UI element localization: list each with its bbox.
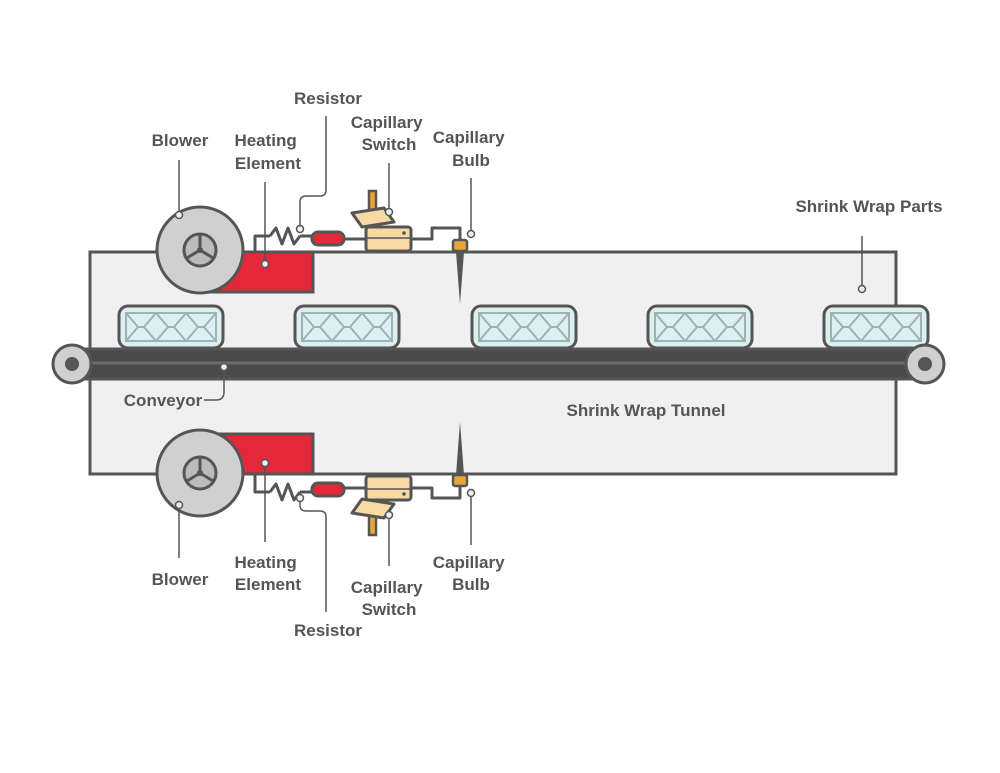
wiring-bottom: [253, 474, 462, 502]
label-shrink-wrap-tunnel: Shrink Wrap Tunnel: [567, 401, 726, 420]
labels: Resistor Blower Heating Element Capillar…: [124, 89, 943, 640]
conveyor-roller-left-icon: [51, 343, 93, 385]
fuse-bottom-icon: [310, 481, 346, 498]
label-conveyor: Conveyor: [124, 391, 203, 410]
callout-lines: [178, 116, 863, 612]
conveyor: [51, 343, 946, 385]
label-capillary-bulb-top: Capillary Bulb: [433, 128, 510, 170]
shrink-wrap-part: [646, 304, 754, 350]
label-heating-element-top: Heating Element: [234, 131, 301, 173]
label-resistor-top: Resistor: [294, 89, 362, 108]
label-resistor-bottom: Resistor: [294, 621, 362, 640]
callout-markers: [174, 207, 867, 520]
shrink-wrap-part: [293, 304, 401, 350]
fuse-top-icon: [310, 230, 346, 247]
shrink-wrap-part: [117, 304, 225, 350]
capillary-switch-top-icon: [350, 189, 413, 253]
blower-top-icon: [155, 205, 245, 295]
conveyor-roller-right-icon: [904, 343, 946, 385]
resistor-top-icon: [268, 226, 302, 246]
resistor-bottom-icon: [268, 482, 302, 502]
shrink-wrap-part: [822, 304, 930, 350]
wiring-top: [253, 226, 462, 252]
capillary-bulb-top-icon: [451, 238, 469, 304]
label-heating-element-bottom: Heating Element: [234, 553, 301, 594]
blower-bottom-icon: [155, 428, 245, 518]
shrink-wrap-part: [470, 304, 578, 350]
label-capillary-switch-bottom: Capillary Switch: [351, 578, 428, 619]
capillary-bulb-bottom-icon: [451, 422, 469, 488]
label-shrink-wrap-parts: Shrink Wrap Parts: [795, 197, 942, 216]
label-capillary-bulb-bottom: Capillary Bulb: [433, 553, 510, 594]
label-capillary-switch-top: Capillary Switch: [351, 113, 428, 154]
label-blower-bottom: Blower: [152, 570, 209, 589]
capillary-switch-bottom-icon: [350, 474, 413, 537]
label-blower-top: Blower: [152, 131, 209, 150]
